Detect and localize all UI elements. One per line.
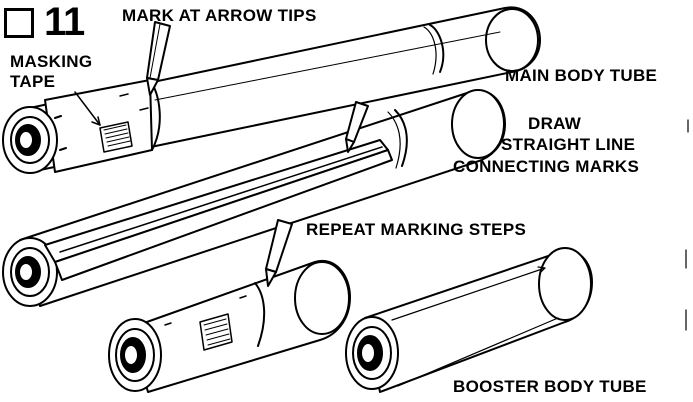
masking-tape-icon: [199, 313, 233, 351]
masking-tape-icon: [74, 91, 133, 153]
step-number: 11: [44, 0, 85, 44]
label-draw-line3: CONNECTING MARKS: [453, 157, 640, 176]
label-draw-line1: DRAW: [528, 114, 582, 133]
label-mark-at-arrow-tips: MARK AT ARROW TIPS: [122, 6, 317, 25]
label-repeat-marking-steps: REPEAT MARKING STEPS: [306, 220, 527, 239]
label-masking-tape-line2: TAPE: [10, 72, 56, 91]
pencil-icon: [146, 21, 171, 96]
straight-edge-icon: [44, 139, 393, 281]
main-body-tube-top: [2, 6, 541, 174]
label-masking-tape-line1: MASKING: [10, 52, 93, 71]
booster-tube-repeat: [108, 259, 351, 393]
label-booster-body-tube: BOOSTER BODY TUBE: [453, 377, 647, 396]
booster-body-tube: [345, 247, 593, 393]
empty-checkbox-icon[interactable]: [4, 8, 34, 38]
pencil-icon: [265, 219, 293, 287]
pencil-icon: [345, 101, 369, 153]
label-main-body-tube: MAIN BODY TUBE: [505, 66, 658, 85]
label-draw-line2: STRAIGHT LINE: [501, 135, 636, 154]
